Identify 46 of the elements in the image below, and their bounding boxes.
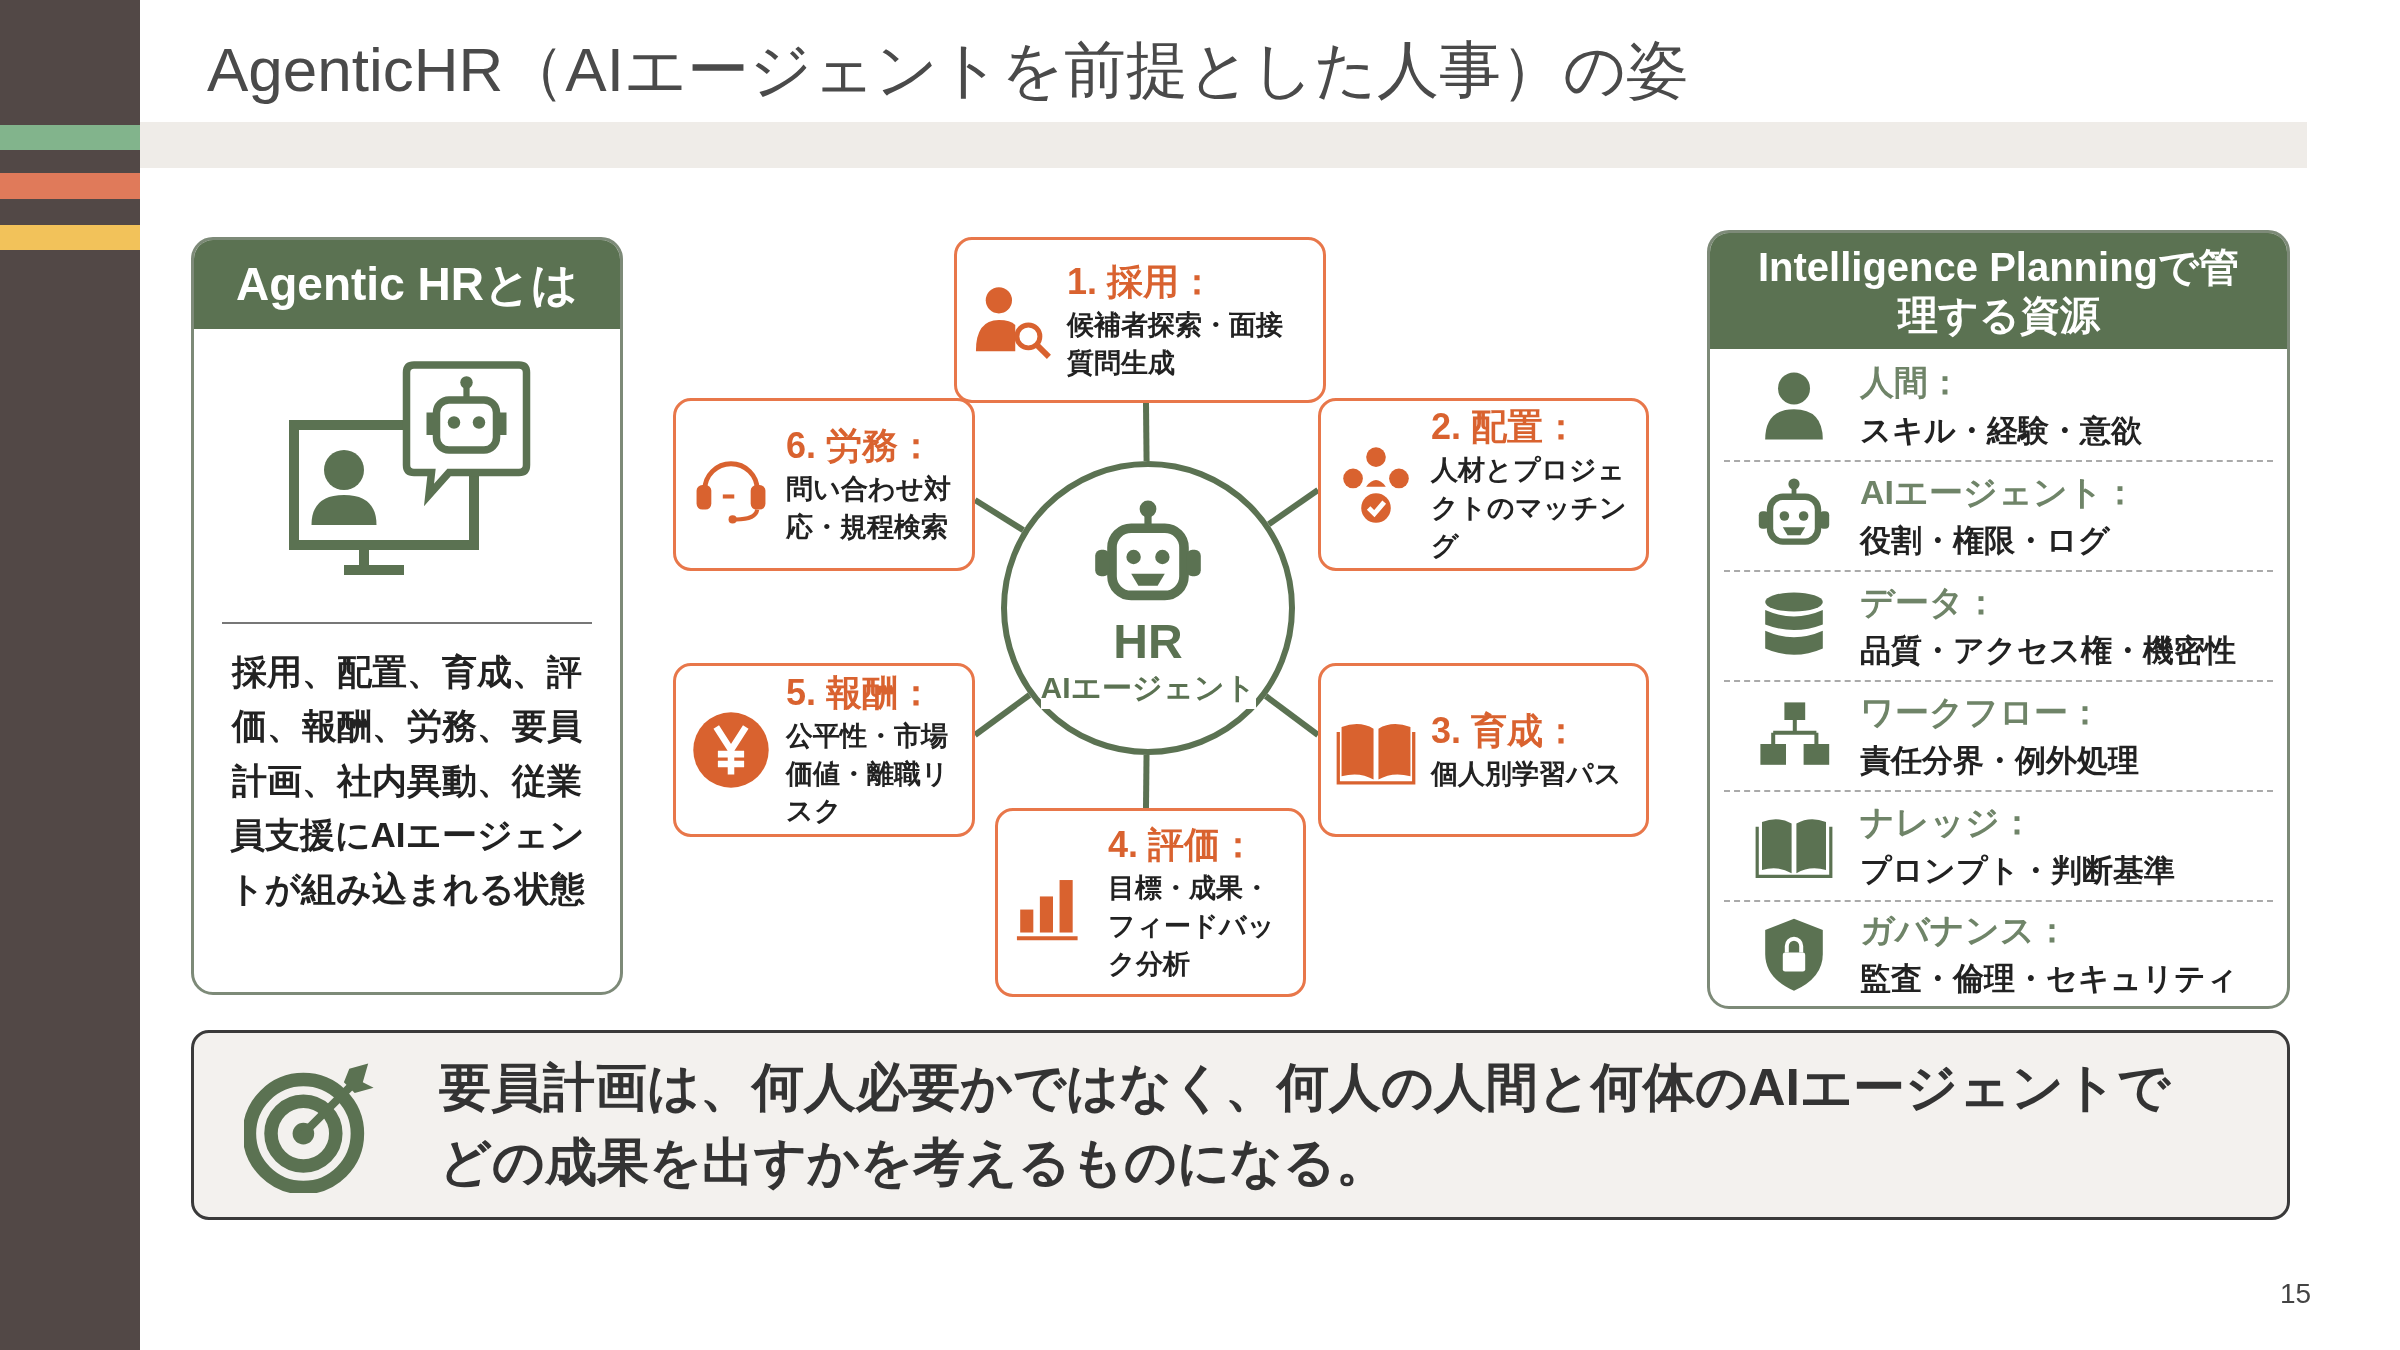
category-heading: 4. 評価： [1108,823,1258,868]
hub-title: HR [1113,617,1183,668]
category-text: 問い合わせ対応・規程検索 [786,473,952,544]
connector-line [973,497,1025,533]
category-text: 目標・成果・フィードバック分析 [1108,872,1276,981]
category-box [1318,663,1649,837]
page-number: 15 [2280,1278,2312,1310]
resource-text: 責任分界・例外処理 [1860,742,2139,780]
connector-line [1143,754,1150,809]
resource-heading: 人間： [1860,362,1963,403]
resource-heading: AIエージェント： [1860,472,2137,513]
message-box [191,1030,2290,1220]
card-heading: Agentic HRとは [194,240,620,329]
resource-text: スキル・経験・意欲 [1860,412,2142,450]
category-box [954,237,1326,403]
category-box [1318,398,1649,571]
category-heading: 3. 育成： [1431,708,1581,753]
connector-line [1267,487,1320,527]
resource-heading: データ： [1860,582,1999,623]
resource-text: 役割・権限・ログ [1860,522,2111,560]
category-heading: 5. 報酬： [786,670,936,715]
panel-heading: Intelligence Planningで管理する資源 [1710,233,2287,349]
category-heading: 2. 配置： [1431,405,1581,450]
page-title: AgenticHR（AIエージェントを前提とした人事）の姿 [207,34,1688,106]
message-text: 要員計画は、何人必要かではなく、何人の人間と何体のAIエージェントでどの成果を出すかを考えるものになる。 [439,1056,2172,1193]
category-text: 候補者探索・面接質問生成 [1067,308,1284,380]
connector-line [1143,402,1150,462]
category-heading: 1. 採用： [1067,259,1217,304]
resource-panel [1707,230,2290,1009]
description-text: 採用、配置、育成、評価、報酬、労務、要員計画、社内異動、従業員支援にAIエージェントが組み込まれる状態 [228,651,586,910]
category-text: 個人別学習パス [1431,757,1622,791]
category-heading: 6. 労務： [786,424,936,469]
category-box [673,398,975,571]
category-text: 人材とプロジェクトのマッチング [1431,454,1628,563]
resource-heading: ガバナンス： [1860,910,2070,951]
resource-text: 品質・アクセス権・機密性 [1860,632,2236,670]
resource-heading: ナレッジ： [1860,802,2035,843]
category-text: 公平性・市場価値・離職リスク [786,719,950,829]
info-card [191,237,623,995]
connector-line [1263,693,1320,738]
category-box [673,663,975,837]
connector-line [973,692,1032,738]
resource-text: プロンプト・判断基準 [1860,852,2175,890]
resource-heading: ワークフロー： [1860,692,2103,733]
category-box [995,808,1306,997]
resource-text: 監査・倫理・セキュリティ [1860,960,2238,998]
